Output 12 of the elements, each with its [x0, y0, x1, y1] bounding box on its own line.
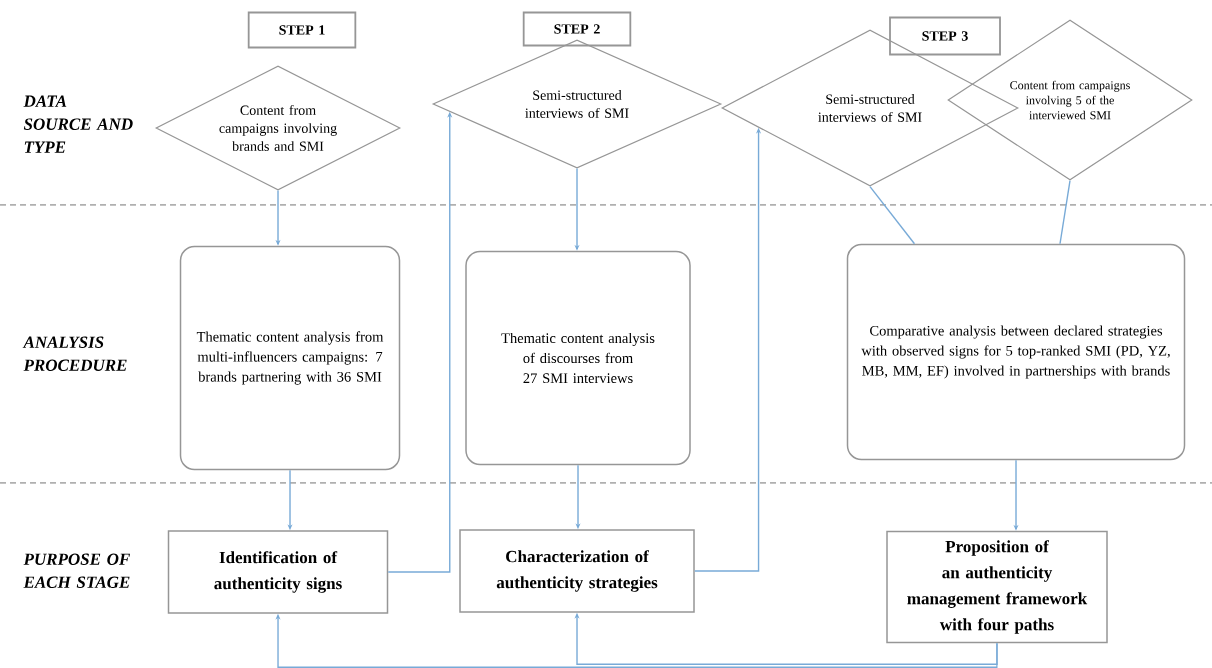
step-box: STEP 1 [247, 11, 357, 49]
analysis-box: Comparative analysis between declared strategies with observed signs for 5 top-ranked SMI (PD, YZ, MB, MM, EF) involved in partnerships with brands [846, 243, 1186, 461]
purpose-box: Identification of authenticity signs [167, 530, 389, 614]
analysis-box: Thematic content analysis of discourses from 27 SMI interviews [465, 250, 691, 466]
stage-label: ANALYSIS PROCEDURE [22, 336, 127, 371]
step-box: STEP 3 [889, 16, 1001, 56]
analysis-box: Thematic content analysis from multi-influencers campaigns: 7 brands partnering with 36 SMI [179, 245, 401, 471]
purpose-box: Characterization of authenticity strategies [459, 529, 695, 613]
purpose-box: Proposition of an authenticity management framework with four paths [886, 530, 1108, 644]
stage-label: DATA SOURCE AND TYPE [23, 95, 133, 153]
step-box: STEP 2 [522, 11, 632, 47]
stage-label: PURPOSE OF EACH STAGE [23, 553, 130, 588]
